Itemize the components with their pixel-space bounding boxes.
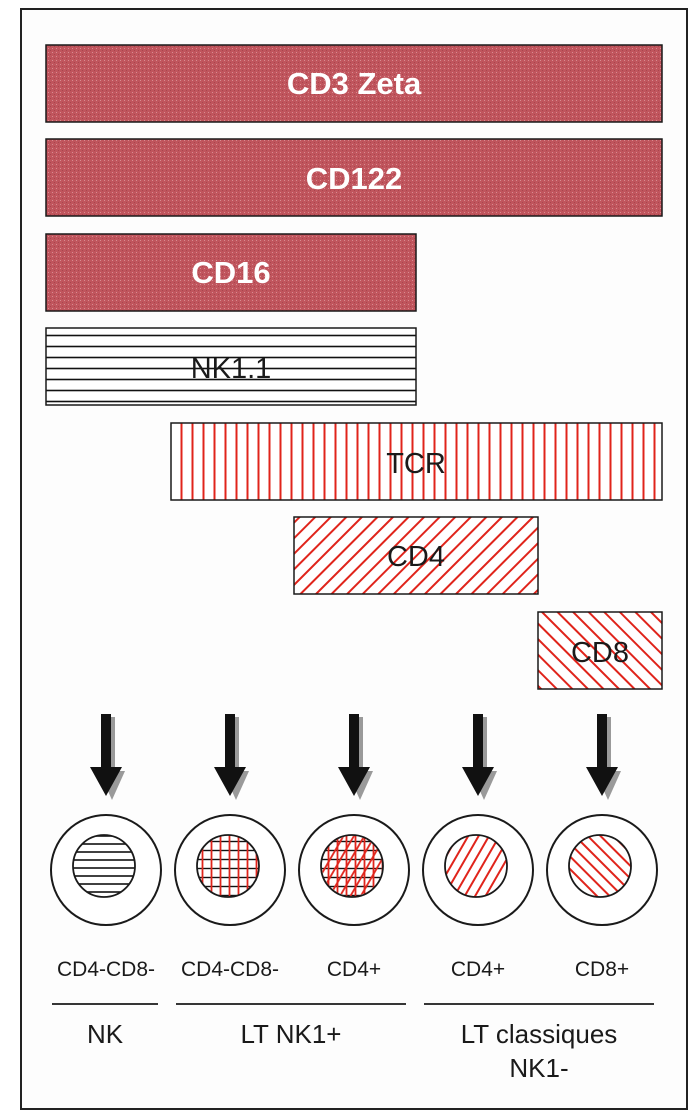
arrow-down-icon xyxy=(338,714,373,800)
cell-label: CD4-CD8- xyxy=(57,958,155,981)
marker-label: CD16 xyxy=(191,255,270,290)
marker-label: CD4 xyxy=(387,541,445,573)
marker-label: CD122 xyxy=(306,161,403,196)
group-label-nk: NK xyxy=(87,1019,124,1049)
cell-lt-classique-cd8 xyxy=(546,814,658,926)
cell-label: CD4+ xyxy=(327,958,381,981)
cell-nk xyxy=(50,814,162,926)
arrow-down-icon xyxy=(214,714,249,800)
arrow-down-icon xyxy=(90,714,125,800)
cell-label: CD8+ xyxy=(575,958,629,981)
marker-label: TCR xyxy=(386,448,446,480)
group-sublabel-nk1-neg: NK1- xyxy=(509,1053,568,1083)
group-label-lt-nk1: LT NK1+ xyxy=(241,1019,342,1049)
marker-label: NK1.1 xyxy=(191,353,272,385)
arrow-down-icon xyxy=(462,714,497,800)
cell-label: CD4-CD8- xyxy=(181,958,279,981)
cell-lt-nk1-cd4 xyxy=(298,814,410,926)
marker-bar-cd8: CD8 xyxy=(537,611,663,690)
marker-bar-cd3-zeta: CD3 Zeta xyxy=(45,44,663,123)
cell-lt-classique-cd4 xyxy=(422,814,534,926)
group-label-lt-classiques: LT classiques xyxy=(461,1019,618,1049)
marker-label: CD8 xyxy=(571,637,629,669)
marker-bar-cd16: CD16 xyxy=(45,233,417,312)
marker-label: CD3 Zeta xyxy=(287,66,422,101)
arrow-down-icon xyxy=(586,714,621,800)
marker-bar-cd4: CD4 xyxy=(293,516,539,595)
cell-label: CD4+ xyxy=(451,958,505,981)
marker-bar-cd122: CD122 xyxy=(45,138,663,217)
marker-bar-nk1-1: NK1.1 xyxy=(45,327,417,406)
marker-bar-tcr: TCR xyxy=(170,422,663,501)
cell-lt-nk1-dn xyxy=(174,814,286,926)
